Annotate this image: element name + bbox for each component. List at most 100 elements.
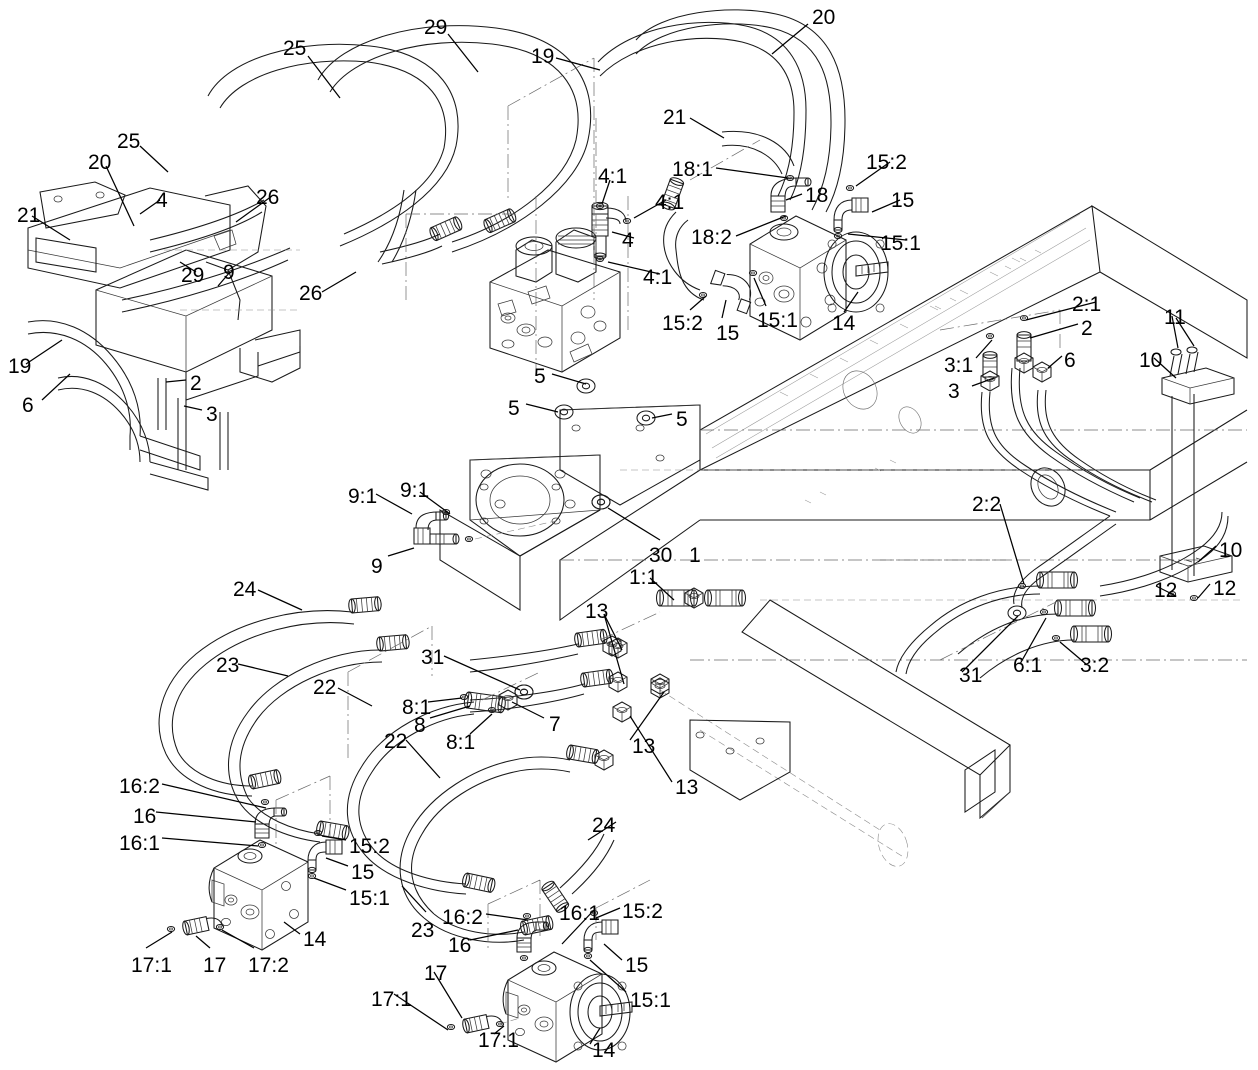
callout-6: 6 — [1064, 349, 1076, 372]
callout-25: 25 — [117, 130, 141, 153]
callout-7: 7 — [549, 713, 561, 736]
callout-20: 20 — [88, 151, 112, 174]
callout-9-1: 9:1 — [400, 479, 430, 502]
callout-17-2: 17:2 — [248, 954, 289, 977]
callout-1: 1 — [689, 544, 701, 567]
callout-26: 26 — [299, 282, 323, 305]
callout-4-1: 4:1 — [598, 165, 628, 188]
callout-10: 10 — [1219, 539, 1243, 562]
callout-16: 16 — [448, 934, 472, 957]
callout-16-2: 16:2 — [119, 775, 160, 798]
callout-4-1: 4:1 — [655, 191, 685, 214]
callout-13: 13 — [632, 735, 656, 758]
callout-6: 6 — [22, 394, 34, 417]
callout-4: 4 — [622, 229, 634, 252]
callout-15: 15 — [351, 861, 375, 884]
callout-15-2: 15:2 — [622, 900, 663, 923]
callout-31: 31 — [959, 664, 983, 687]
callout-23: 23 — [216, 654, 240, 677]
callout-3-2: 3:2 — [1080, 654, 1110, 677]
callout-15-2: 15:2 — [662, 312, 703, 335]
callout-9-1: 9:1 — [348, 485, 378, 508]
callout-15-1: 15:1 — [757, 309, 798, 332]
motor-bottom-left — [166, 798, 343, 951]
callout-17: 17 — [203, 954, 227, 977]
callout-12: 12 — [1213, 577, 1237, 600]
callout-10: 10 — [1139, 349, 1163, 372]
callout-19: 19 — [531, 45, 555, 68]
callout-3-1: 3:1 — [944, 354, 974, 377]
callout-12: 12 — [1154, 579, 1178, 602]
callout-11: 11 — [1164, 306, 1186, 329]
callout-17-1: 17:1 — [131, 954, 172, 977]
center-fitting-cluster — [459, 628, 670, 773]
hose-group-upper — [27, 9, 846, 491]
callout-17: 17 — [424, 962, 448, 985]
fitting-9-assembly — [413, 508, 561, 545]
callout-24: 24 — [592, 814, 616, 837]
callout-18-1: 18:1 — [672, 158, 713, 181]
callout-2-1: 2:1 — [1072, 293, 1102, 316]
control-valve-block — [379, 201, 632, 373]
hose-group-lower — [158, 595, 615, 943]
callout-5: 5 — [534, 365, 546, 388]
callout-22: 22 — [384, 730, 408, 753]
callout-2: 2 — [190, 372, 202, 395]
tube-stubs-right — [980, 314, 1157, 609]
callout-15-1: 15:1 — [349, 887, 390, 910]
callout-6-1: 6:1 — [1013, 654, 1043, 677]
callout-14: 14 — [592, 1039, 616, 1062]
callout-3: 3 — [206, 403, 218, 426]
callout-25: 25 — [283, 37, 307, 60]
callout-14: 14 — [832, 312, 856, 335]
callout-16-1: 16:1 — [559, 902, 600, 925]
gear-pump-top — [659, 174, 889, 341]
chassis-frame — [439, 204, 1248, 867]
callout-29: 29 — [424, 16, 448, 39]
callout-15-2: 15:2 — [866, 151, 907, 174]
callout-31: 31 — [421, 646, 445, 669]
callout-17-1: 17:1 — [371, 988, 412, 1011]
callout-15: 15 — [625, 954, 649, 977]
callout-21: 21 — [663, 106, 687, 129]
callout-19: 19 — [8, 355, 32, 378]
callout-26: 26 — [256, 186, 280, 209]
callout-3: 3 — [948, 380, 960, 403]
callout-4-1: 4:1 — [643, 266, 673, 289]
callout-15: 15 — [716, 322, 740, 345]
callout-30: 30 — [649, 544, 673, 567]
callout-21: 21 — [17, 204, 41, 227]
callout-15-1: 15:1 — [880, 232, 921, 255]
callout-2-2: 2:2 — [972, 493, 1002, 516]
callout-18-2: 18:2 — [691, 226, 732, 249]
callout-16: 16 — [133, 805, 157, 828]
callout-15-2: 15:2 — [349, 835, 390, 858]
callout-29: 29 — [181, 264, 205, 287]
hanger-clamps — [1159, 346, 1235, 602]
callout-1-1: 1:1 — [629, 566, 659, 589]
upper-left-subassembly — [27, 181, 301, 401]
leader-lines — [25, 23, 1217, 1045]
callout-4: 4 — [156, 189, 168, 212]
callout-15-1: 15:1 — [630, 989, 671, 1012]
callout-8: 8 — [414, 714, 426, 737]
callout-16-1: 16:1 — [119, 832, 160, 855]
callout-17-1: 17:1 — [478, 1029, 519, 1052]
callout-24: 24 — [233, 578, 257, 601]
callout-15: 15 — [891, 189, 915, 212]
callout-18: 18 — [805, 184, 829, 207]
callout-5: 5 — [676, 408, 688, 431]
callout-9: 9 — [371, 555, 383, 578]
callout-22: 22 — [313, 676, 337, 699]
callout-13: 13 — [585, 600, 609, 623]
callout-8-1: 8:1 — [446, 731, 476, 754]
callout-16-2: 16:2 — [442, 906, 483, 929]
callout-13: 13 — [675, 776, 699, 799]
callout-20: 20 — [812, 6, 836, 29]
callout-9: 9 — [223, 261, 235, 284]
callout-23: 23 — [411, 919, 435, 942]
callout-5: 5 — [508, 397, 520, 420]
nipple-1 — [655, 587, 747, 609]
callout-2: 2 — [1081, 317, 1093, 340]
